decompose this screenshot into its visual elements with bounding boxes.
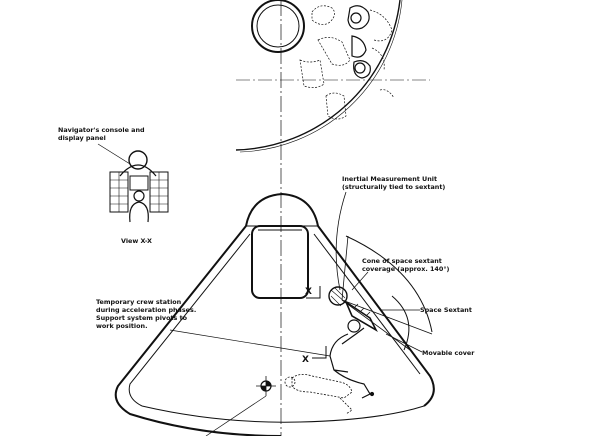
display-globe-arc [119, 164, 157, 177]
top-view-outer-arc-inner [239, 0, 403, 153]
tunnel-circle [251, 0, 305, 53]
movable-cover-arc [391, 295, 410, 351]
top-view-outer-arc [235, 0, 401, 151]
reclined-crew-head [284, 376, 296, 388]
temp-crew-label-2: during acceleration phases. [96, 306, 196, 314]
capsule-inner-right [313, 233, 421, 375]
top-view [235, 0, 430, 153]
section-mark-upper [306, 286, 321, 299]
bottom-leader [205, 395, 267, 437]
view-xx-label: View X-X [121, 237, 152, 245]
tunnel-body [251, 225, 309, 299]
imu-leader [335, 191, 347, 291]
cg-fill [261, 381, 271, 391]
top-view-crew-dashed [299, 5, 351, 120]
sextant-operator-body [329, 333, 371, 399]
temp-crew-label-1: Temporary crew station [96, 298, 182, 306]
section-mark-lower [312, 346, 327, 359]
cone-line-2 [341, 299, 433, 335]
sextant-coverage-arc [345, 235, 433, 333]
top-view-crew-dashed-2 [369, 9, 395, 99]
navigator-leader [97, 143, 131, 165]
navigator-head [133, 190, 145, 202]
console-panel-grid [110, 172, 168, 212]
cone-line-3 [341, 299, 411, 351]
sextant-body [344, 299, 378, 333]
imu-label-1: Inertial Measurement Unit [342, 175, 437, 183]
cone-leader [351, 271, 369, 291]
imu-ball-hatch [330, 287, 346, 307]
cone-coverage-label-2: coverage (approx. 140°) [362, 265, 450, 273]
navigator-body [129, 201, 149, 223]
section-mark-upper-label: X [305, 287, 312, 297]
top-view-head-1 [350, 12, 362, 24]
movable-cover-label: Movable cover [422, 349, 475, 357]
sextant-ticks [353, 303, 371, 317]
nose-dome [245, 192, 319, 227]
space-sextant-label: Space Sextant [420, 306, 472, 314]
top-view-head-2 [354, 62, 366, 74]
capsule-outer-left [114, 225, 282, 437]
cone-coverage-label-1: Cone of space sextant [362, 257, 442, 265]
tunnel-circle-inner [256, 4, 300, 48]
navigator-console-label-2: display panel [58, 134, 106, 142]
capsule-outer-right [317, 225, 435, 407]
display-globe [128, 150, 148, 170]
navigator-console-label-1: Navigator's console and [58, 126, 145, 134]
heat-shield-line [141, 405, 425, 423]
capsule-inner-left [128, 233, 251, 407]
temp-crew-label-3: Support system pivots to [96, 314, 188, 322]
sextant-operator-head [347, 319, 361, 333]
cover-leader [385, 333, 423, 353]
top-view-crew-solid [347, 5, 371, 79]
imu-ball [328, 286, 348, 306]
section-mark-lower-label: X [302, 355, 309, 365]
side-view [114, 191, 435, 437]
sextant-operator-arm [341, 327, 365, 345]
floor-dot [369, 391, 375, 397]
temp-crew-label-4: work position. [96, 322, 148, 330]
crew-station-leader [169, 329, 331, 357]
console-center [129, 175, 149, 191]
reclined-crew-dashed [291, 374, 353, 415]
view-xx-console [97, 143, 169, 223]
imu-label-2: (structurally tied to sextant) [342, 183, 445, 191]
